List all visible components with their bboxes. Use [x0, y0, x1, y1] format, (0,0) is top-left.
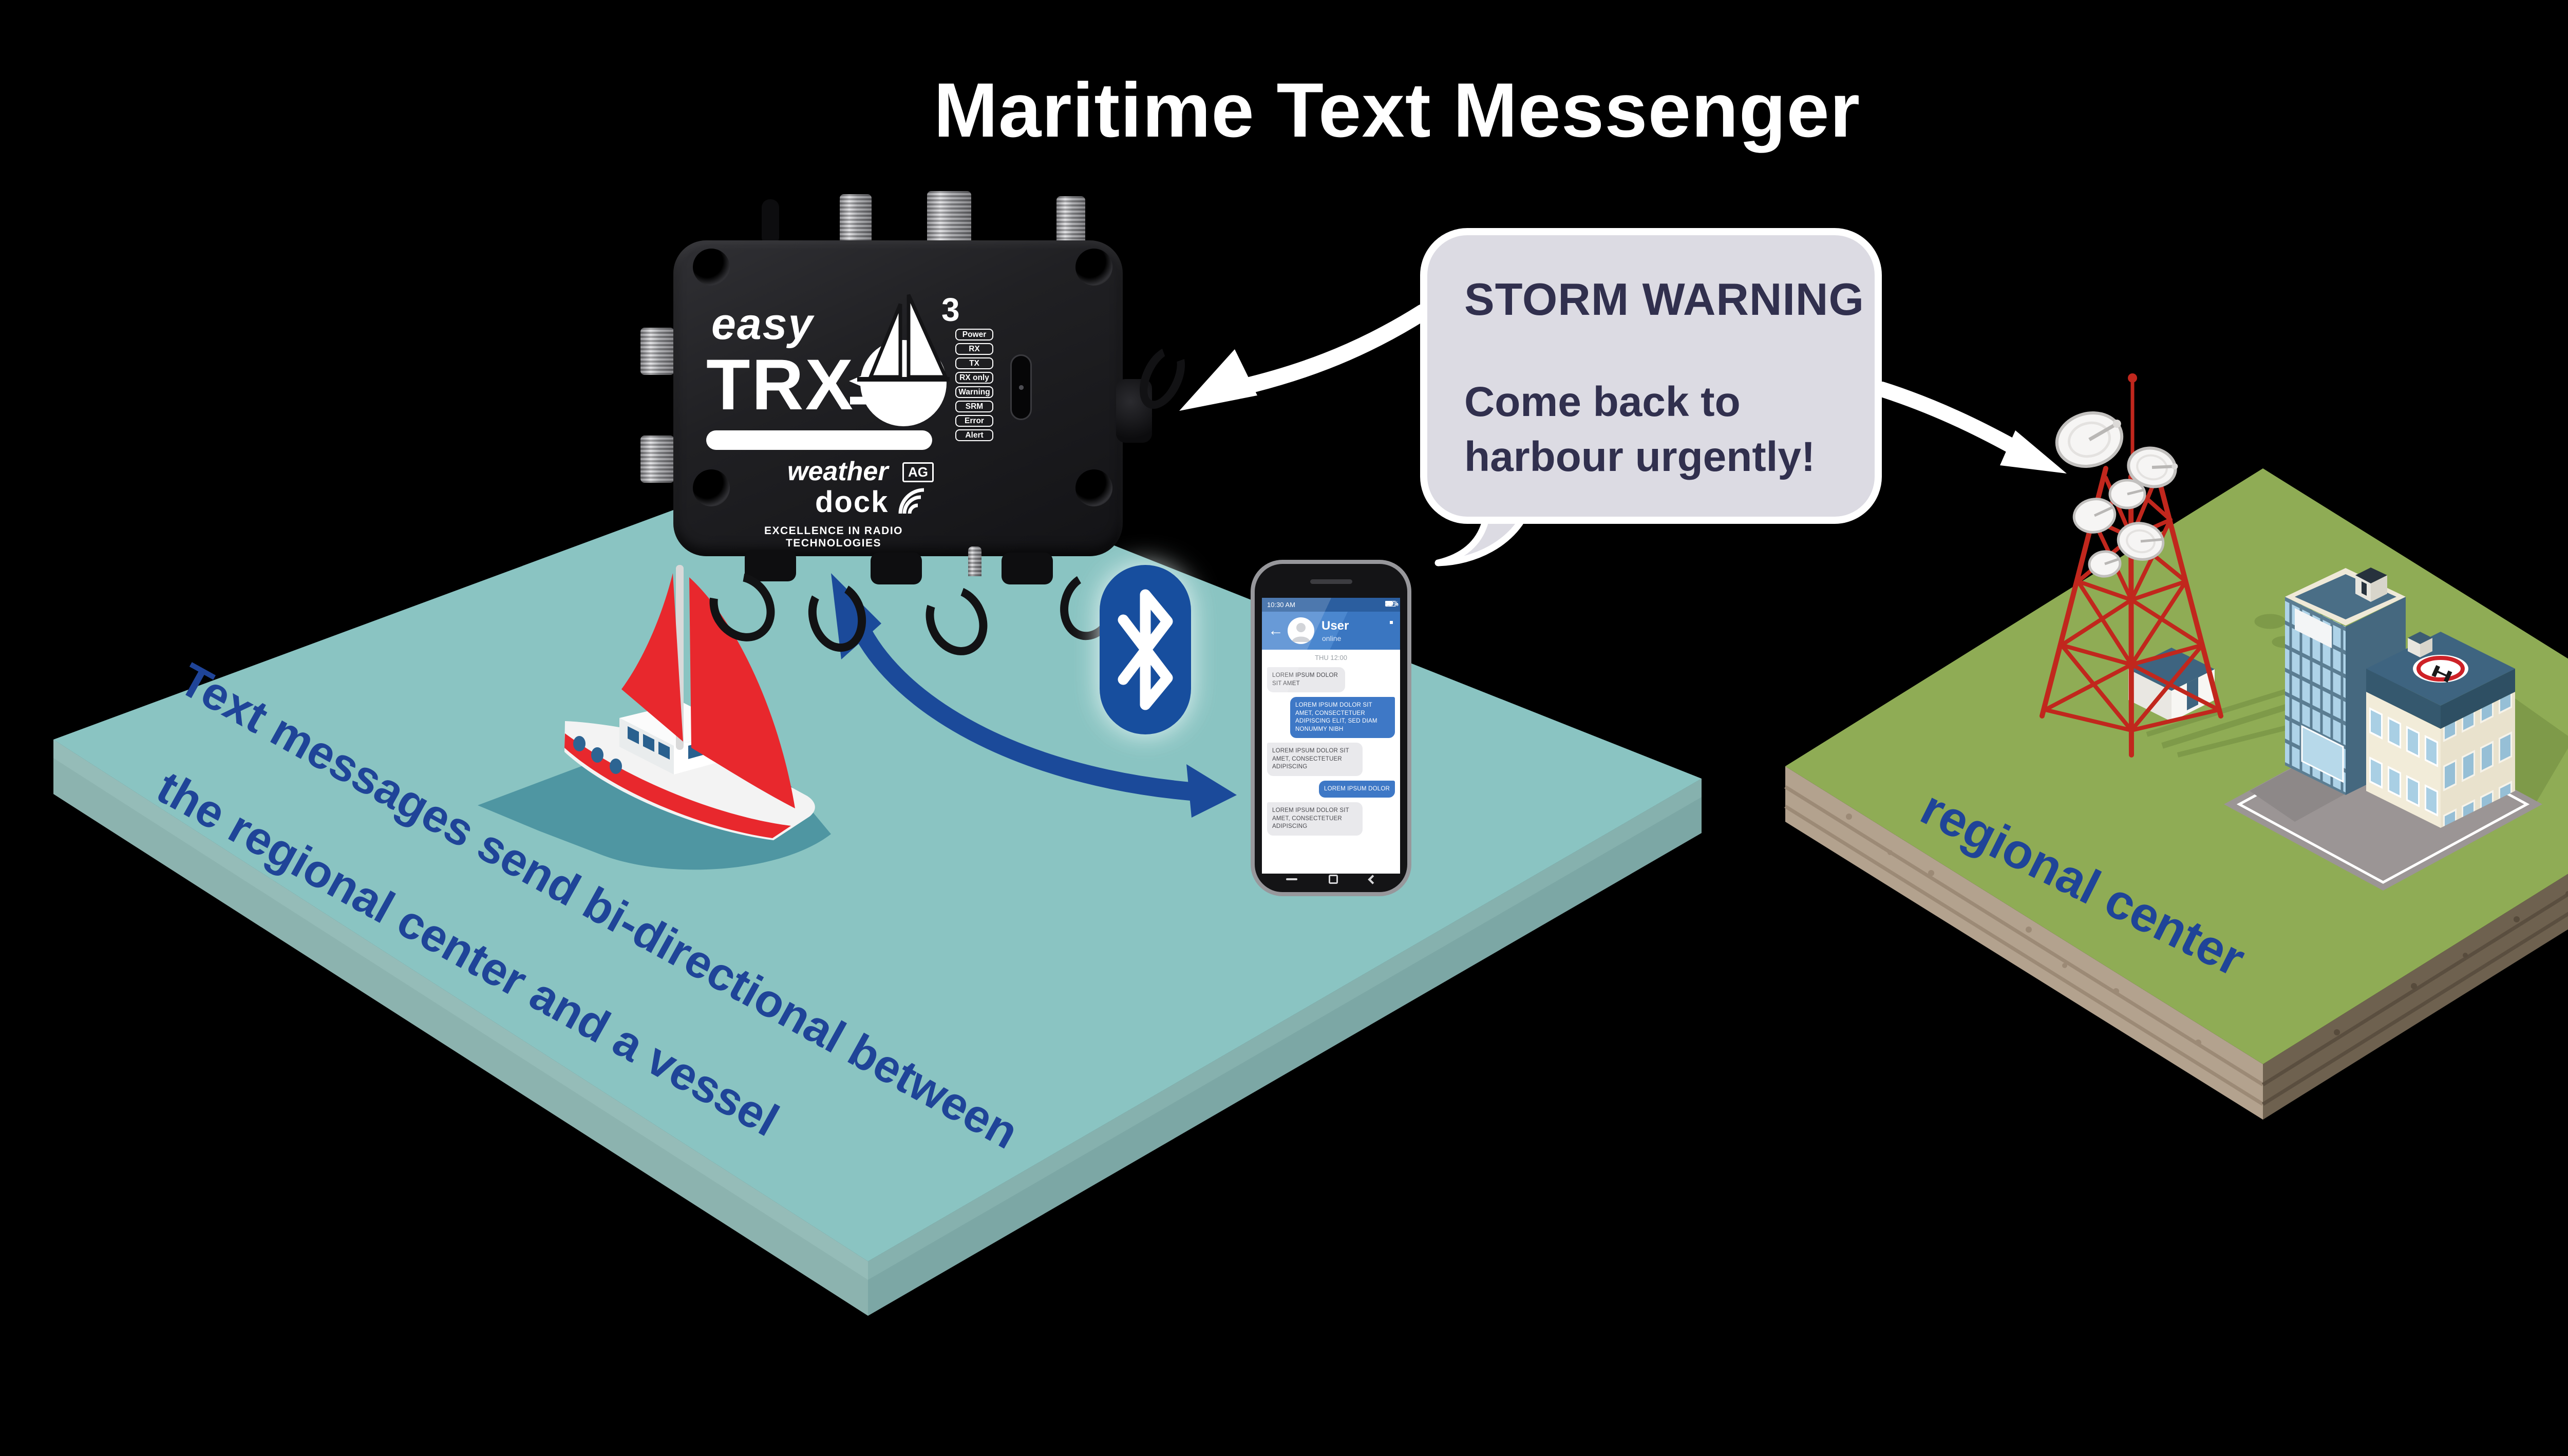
gps-antenna-stub [762, 199, 779, 245]
chat-message-received: LOREM IPSUM DOLOR SIT AMET [1267, 667, 1345, 693]
antenna-connector [840, 194, 872, 245]
led-label-rx: RX [955, 343, 993, 355]
earpiece-speaker [1310, 579, 1352, 584]
annex-building: H [2366, 632, 2515, 828]
annex-rooftop-hut [2408, 632, 2432, 657]
rooftop-hut [2355, 568, 2387, 602]
nav-recents-icon[interactable] [1286, 878, 1297, 880]
day-label: THU 12:00 [1315, 654, 1347, 661]
brand-model: TRX [706, 344, 855, 425]
side-bnc-connector [640, 436, 674, 483]
maker-weather: weather [787, 457, 889, 486]
storm-warning-bubble: STORM WARNING Come back to harbour urgen… [1420, 228, 1882, 524]
android-nav-bar [1255, 872, 1407, 887]
bluetooth-icon [1100, 565, 1191, 734]
vhf-connector [927, 191, 971, 247]
chat-message-sent: LOREM IPSUM DOLOR SIT AMET, CONSECTETUER… [1290, 697, 1395, 739]
chat-header: ← User online [1262, 612, 1400, 650]
led-label-warning: Warning [955, 386, 993, 398]
satellite-dishes [2055, 411, 2178, 578]
logo-underline-bar [706, 430, 932, 450]
chat-message-received: LOREM IPSUM DOLOR SIT AMET, CONSECTETUER… [1267, 802, 1363, 836]
status-time: 10:30 AM [1267, 601, 1295, 609]
drain-screw [968, 546, 981, 576]
kebab-menu-icon[interactable] [1390, 621, 1393, 641]
aux-connector [1056, 196, 1085, 248]
maker-dock: dock [815, 485, 889, 519]
chat-message-received: LOREM IPSUM DOLOR SIT AMET, CONSECTETUER… [1267, 743, 1363, 776]
warning-body-line1: Come back to [1464, 379, 1741, 425]
cable-gland-knob [1116, 379, 1152, 443]
nav-home-icon[interactable] [1329, 875, 1338, 884]
chat-message-sent: LOREM IPSUM DOLOR [1318, 780, 1395, 798]
presence-status: online [1322, 634, 1342, 642]
brand-easy: easy [711, 299, 814, 349]
maker-tagline: EXCELLENCE IN RADIO TECHNOLOGIES [764, 525, 903, 549]
main-sail [689, 577, 795, 808]
arrow-device-phone [831, 573, 1237, 818]
back-arrow-icon[interactable]: ← [1268, 622, 1283, 639]
jib-sail [621, 573, 683, 742]
avatar[interactable] [1288, 617, 1314, 644]
phone-screen: 10:30 AM 85% ← User online T [1262, 598, 1400, 874]
arrow-bubble-to-tower [1874, 382, 2067, 474]
status-bar: 10:30 AM 85% [1262, 598, 1400, 612]
screw-hole [693, 249, 730, 286]
contact-name: User [1321, 619, 1349, 633]
warning-heading: STORM WARNING [1464, 274, 1864, 325]
ais-transceiver-device: easy 3 TRX weather AG dock EXCELLENCE IN… [639, 190, 1261, 666]
radio-wave-icon [898, 488, 924, 514]
sailboat [564, 565, 815, 840]
led-label-power: Power [955, 329, 993, 341]
maker-ag-badge: AG [902, 462, 934, 482]
cable-gland [871, 553, 922, 584]
battery-icon [1385, 601, 1398, 607]
brand-sail-emblem-icon [857, 294, 950, 426]
led-label-tx: TX [955, 357, 993, 369]
brand-version: 3 [941, 291, 960, 328]
cable-gland [745, 550, 796, 581]
conversation-area: THU 12:00 LOREM IPSUM DOLOR SIT AMET LOR… [1262, 650, 1400, 856]
porthole-icons [573, 736, 622, 774]
led-label-alert: Alert [955, 429, 993, 441]
screw-hole [693, 469, 730, 506]
arrow-bubble-to-device [1179, 304, 1431, 411]
led-indicator-window [1010, 354, 1032, 420]
led-label-srm: SRM [955, 401, 993, 412]
led-label-error: Error [955, 415, 993, 427]
screw-hole [1075, 249, 1112, 286]
led-label-rxonly: RX only [955, 372, 993, 384]
screw-hole [1075, 469, 1112, 506]
cable-gland [1002, 553, 1053, 584]
page-title: Maritime Text Messenger [933, 67, 1861, 153]
speech-bubble-tail [1434, 508, 1530, 566]
smartphone: 10:30 AM 85% ← User online T [1251, 560, 1411, 896]
side-bnc-connector [640, 328, 674, 375]
person-icon [1292, 623, 1310, 642]
warning-body-line2: harbour urgently! [1464, 433, 1816, 480]
nav-back-icon[interactable] [1368, 874, 1377, 884]
